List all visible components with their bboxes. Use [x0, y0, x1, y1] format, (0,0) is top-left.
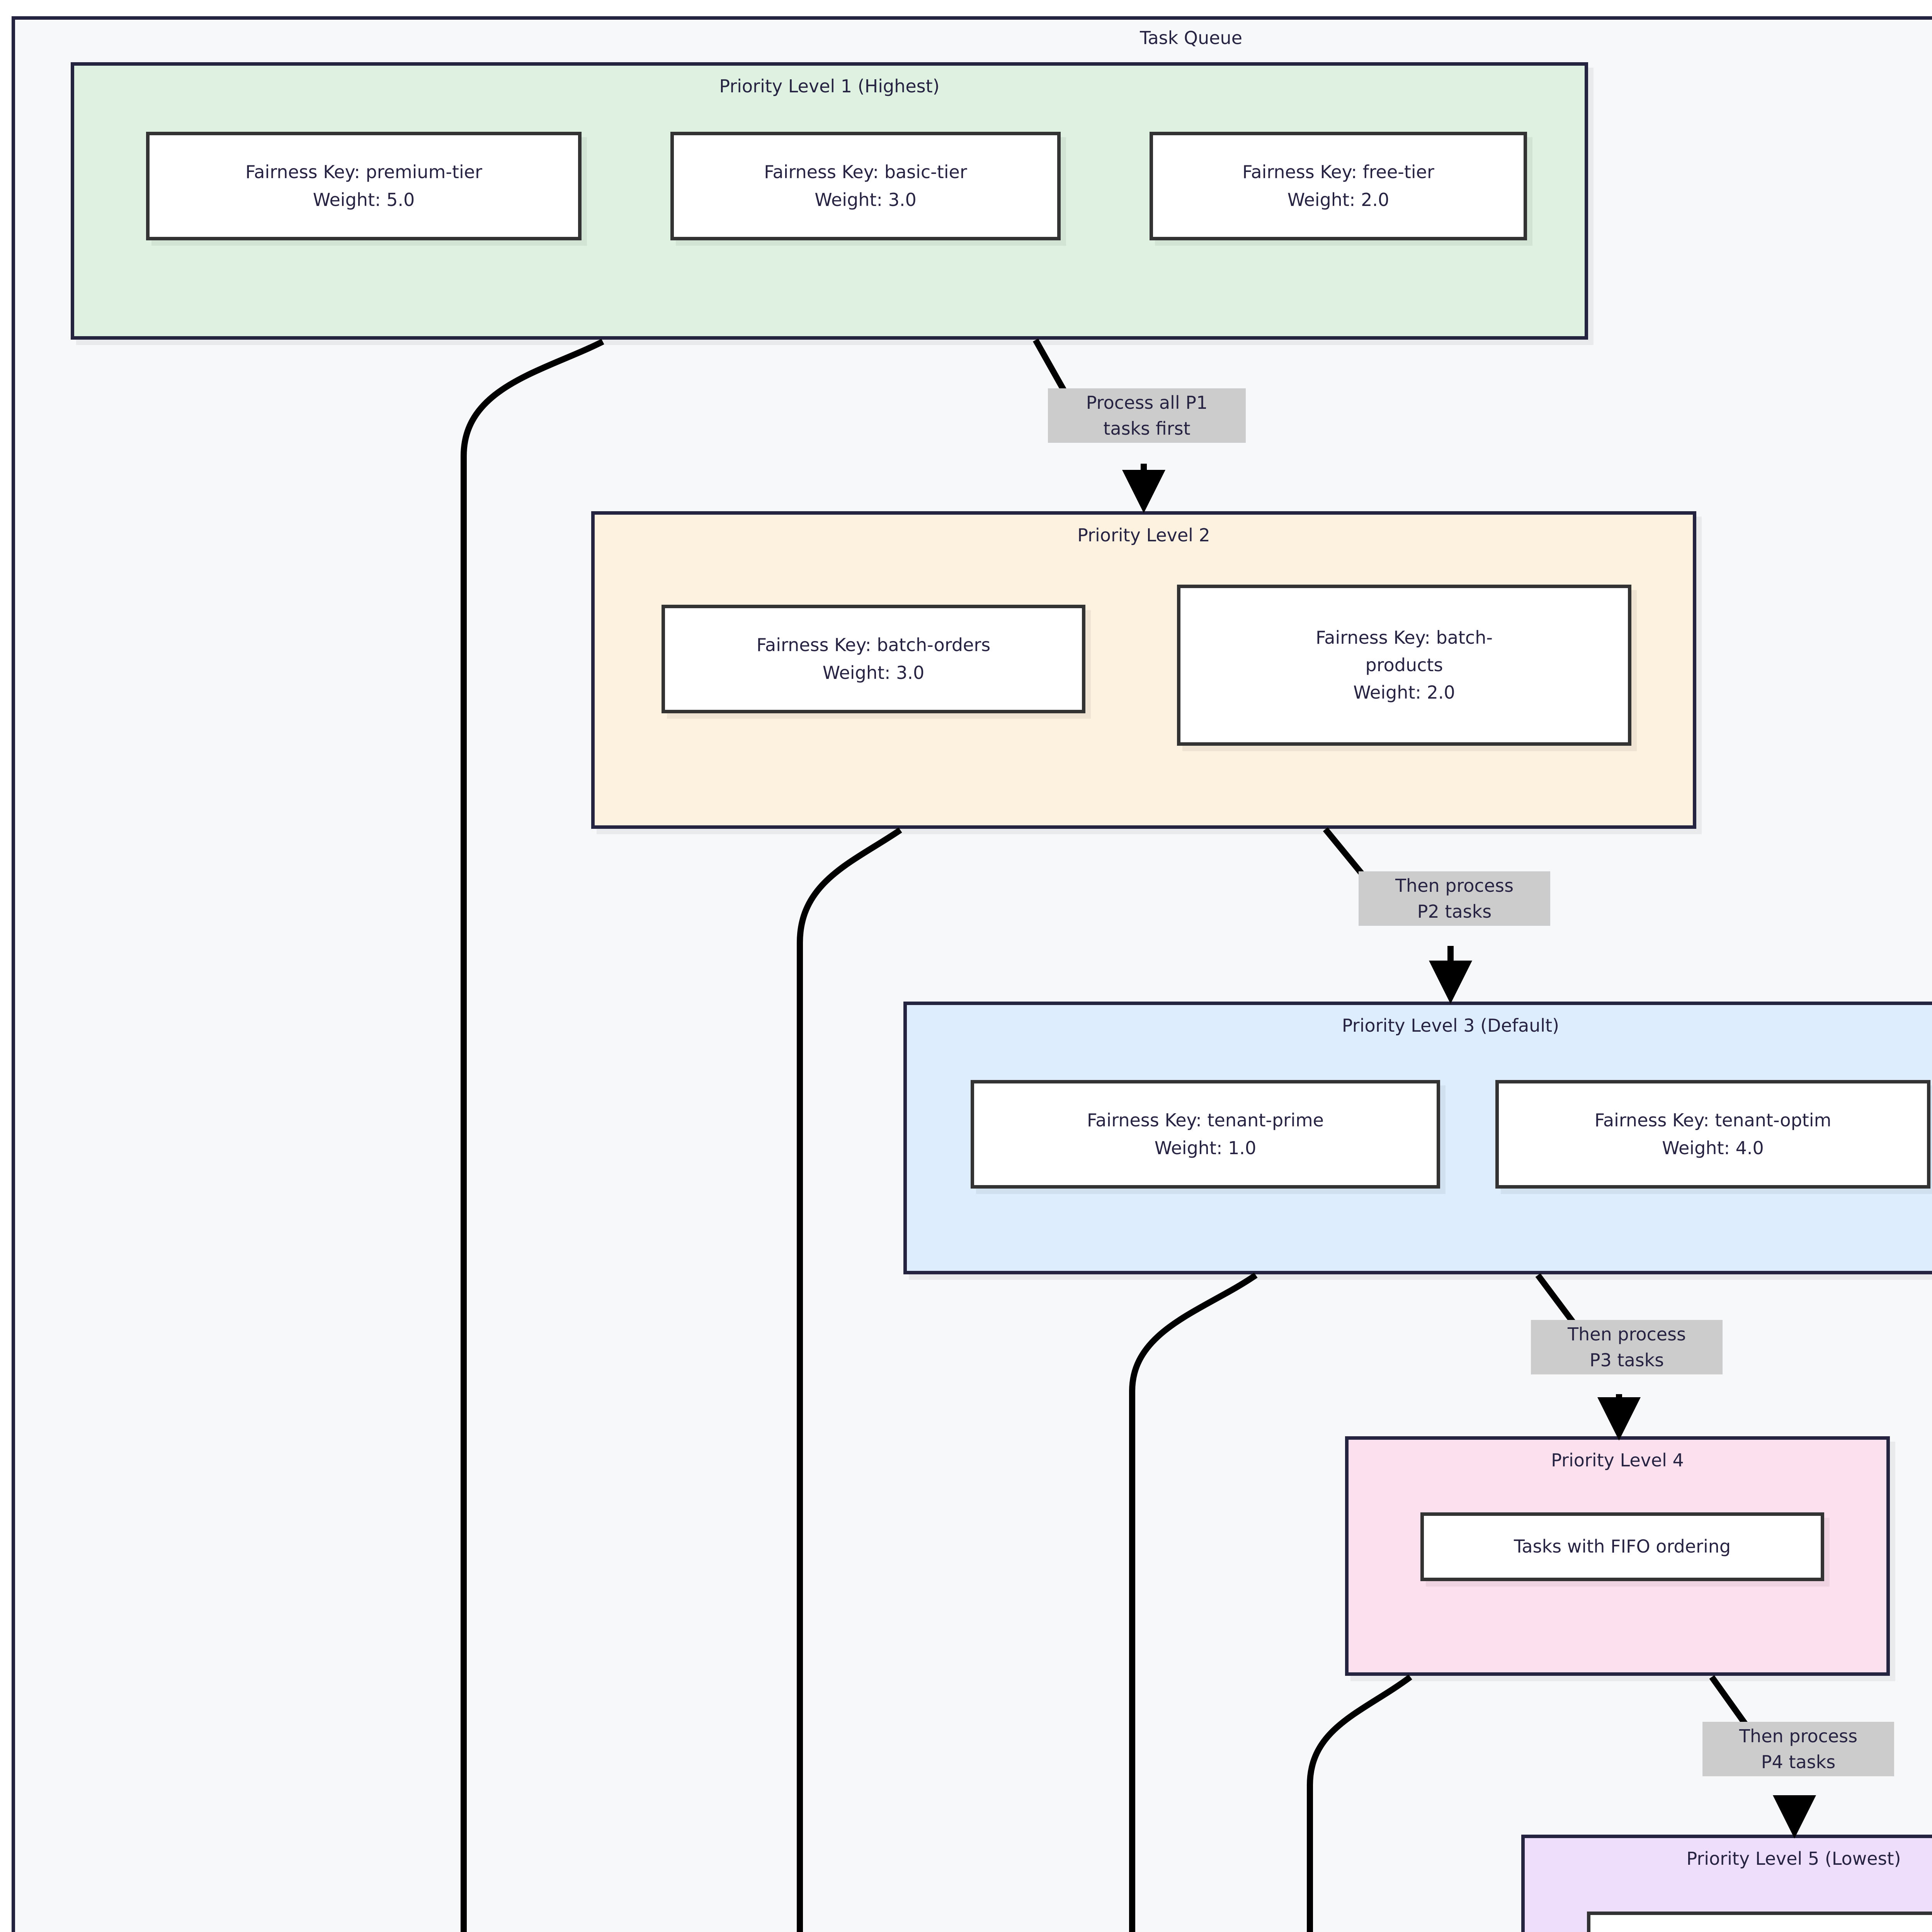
node-fairness-key-batch-products[interactable]: Fairness Key: batch- products Weight: 2.… — [1177, 585, 1631, 746]
cluster-priority-level-5-title: Priority Level 5 (Lowest) — [1686, 1848, 1901, 1869]
node-line-1: Fairness Key: basic-tier — [764, 162, 967, 183]
edge-label-then-process-p4-tasks: Then process P4 tasks — [1702, 1722, 1894, 1777]
edge-label-then-process-p2-tasks: Then process P2 tasks — [1359, 871, 1550, 926]
node-line-2: Weight: 3.0 — [815, 189, 917, 210]
node-fairness-key-tenant-optim[interactable]: Fairness Key: tenant-optim Weight: 4.0 — [1495, 1080, 1930, 1189]
node-line-1: Fairness Key: tenant-optim — [1594, 1110, 1832, 1131]
cluster-task-queue-title: Task Queue — [1139, 27, 1243, 48]
node-line-2: Weight: 2.0 — [1287, 189, 1389, 210]
cluster-priority-level-3-title: Priority Level 3 (Default) — [1342, 1015, 1560, 1036]
node-tasks-with-fifo-ordering-p4[interactable]: Tasks with FIFO ordering — [1420, 1512, 1824, 1581]
node-line-1: Fairness Key: batch- — [1316, 627, 1493, 648]
cluster-priority-level-2-title: Priority Level 2 — [1077, 525, 1210, 546]
node-line-2: Weight: 4.0 — [1662, 1137, 1764, 1158]
edge-label-line-1: Then process — [1739, 1726, 1858, 1747]
node-line-1: Tasks with FIFO ordering — [1514, 1536, 1731, 1557]
cluster-priority-level-4-title: Priority Level 4 — [1551, 1450, 1684, 1471]
node-tasks-with-fifo-ordering-p5[interactable]: Tasks with FIFO ordering — [1587, 1912, 1932, 1932]
edge-label-line-2: tasks first — [1103, 418, 1190, 439]
edge-label-line-2: P2 tasks — [1417, 901, 1492, 922]
node-line-1: Fairness Key: tenant-prime — [1087, 1110, 1324, 1131]
node-line-1: Fairness Key: batch-orders — [756, 634, 991, 656]
node-line-2: Weight: 3.0 — [822, 662, 925, 683]
edge-label-process-all-p1-tasks-first: Process all P1 tasks first — [1048, 388, 1246, 443]
edge-label-then-process-p3-tasks: Then process P3 tasks — [1531, 1320, 1723, 1375]
node-line-2: Weight: 5.0 — [313, 189, 415, 210]
edge-label-line-1: Then process — [1395, 875, 1514, 896]
node-fairness-key-tenant-prime[interactable]: Fairness Key: tenant-prime Weight: 1.0 — [971, 1080, 1440, 1189]
node-fairness-key-basic-tier[interactable]: Fairness Key: basic-tier Weight: 3.0 — [670, 132, 1061, 240]
node-line-2: products — [1365, 654, 1443, 675]
node-line-1: Fairness Key: premium-tier — [245, 162, 483, 183]
node-line-2: Weight: 1.0 — [1154, 1137, 1257, 1158]
node-line-1: Fairness Key: free-tier — [1242, 162, 1434, 183]
edge-label-line-2: P3 tasks — [1589, 1349, 1664, 1371]
node-line-3: Weight: 2.0 — [1353, 682, 1455, 703]
node-fairness-key-batch-orders[interactable]: Fairness Key: batch-orders Weight: 3.0 — [662, 605, 1085, 713]
edge-label-line-2: P4 tasks — [1761, 1751, 1836, 1772]
cluster-priority-level-1-title: Priority Level 1 (Highest) — [719, 76, 940, 97]
node-fairness-key-free-tier[interactable]: Fairness Key: free-tier Weight: 2.0 — [1150, 132, 1527, 240]
edge-label-line-1: Process all P1 — [1086, 392, 1208, 413]
node-fairness-key-premium-tier[interactable]: Fairness Key: premium-tier Weight: 5.0 — [146, 132, 582, 240]
edge-label-line-1: Then process — [1567, 1324, 1686, 1345]
